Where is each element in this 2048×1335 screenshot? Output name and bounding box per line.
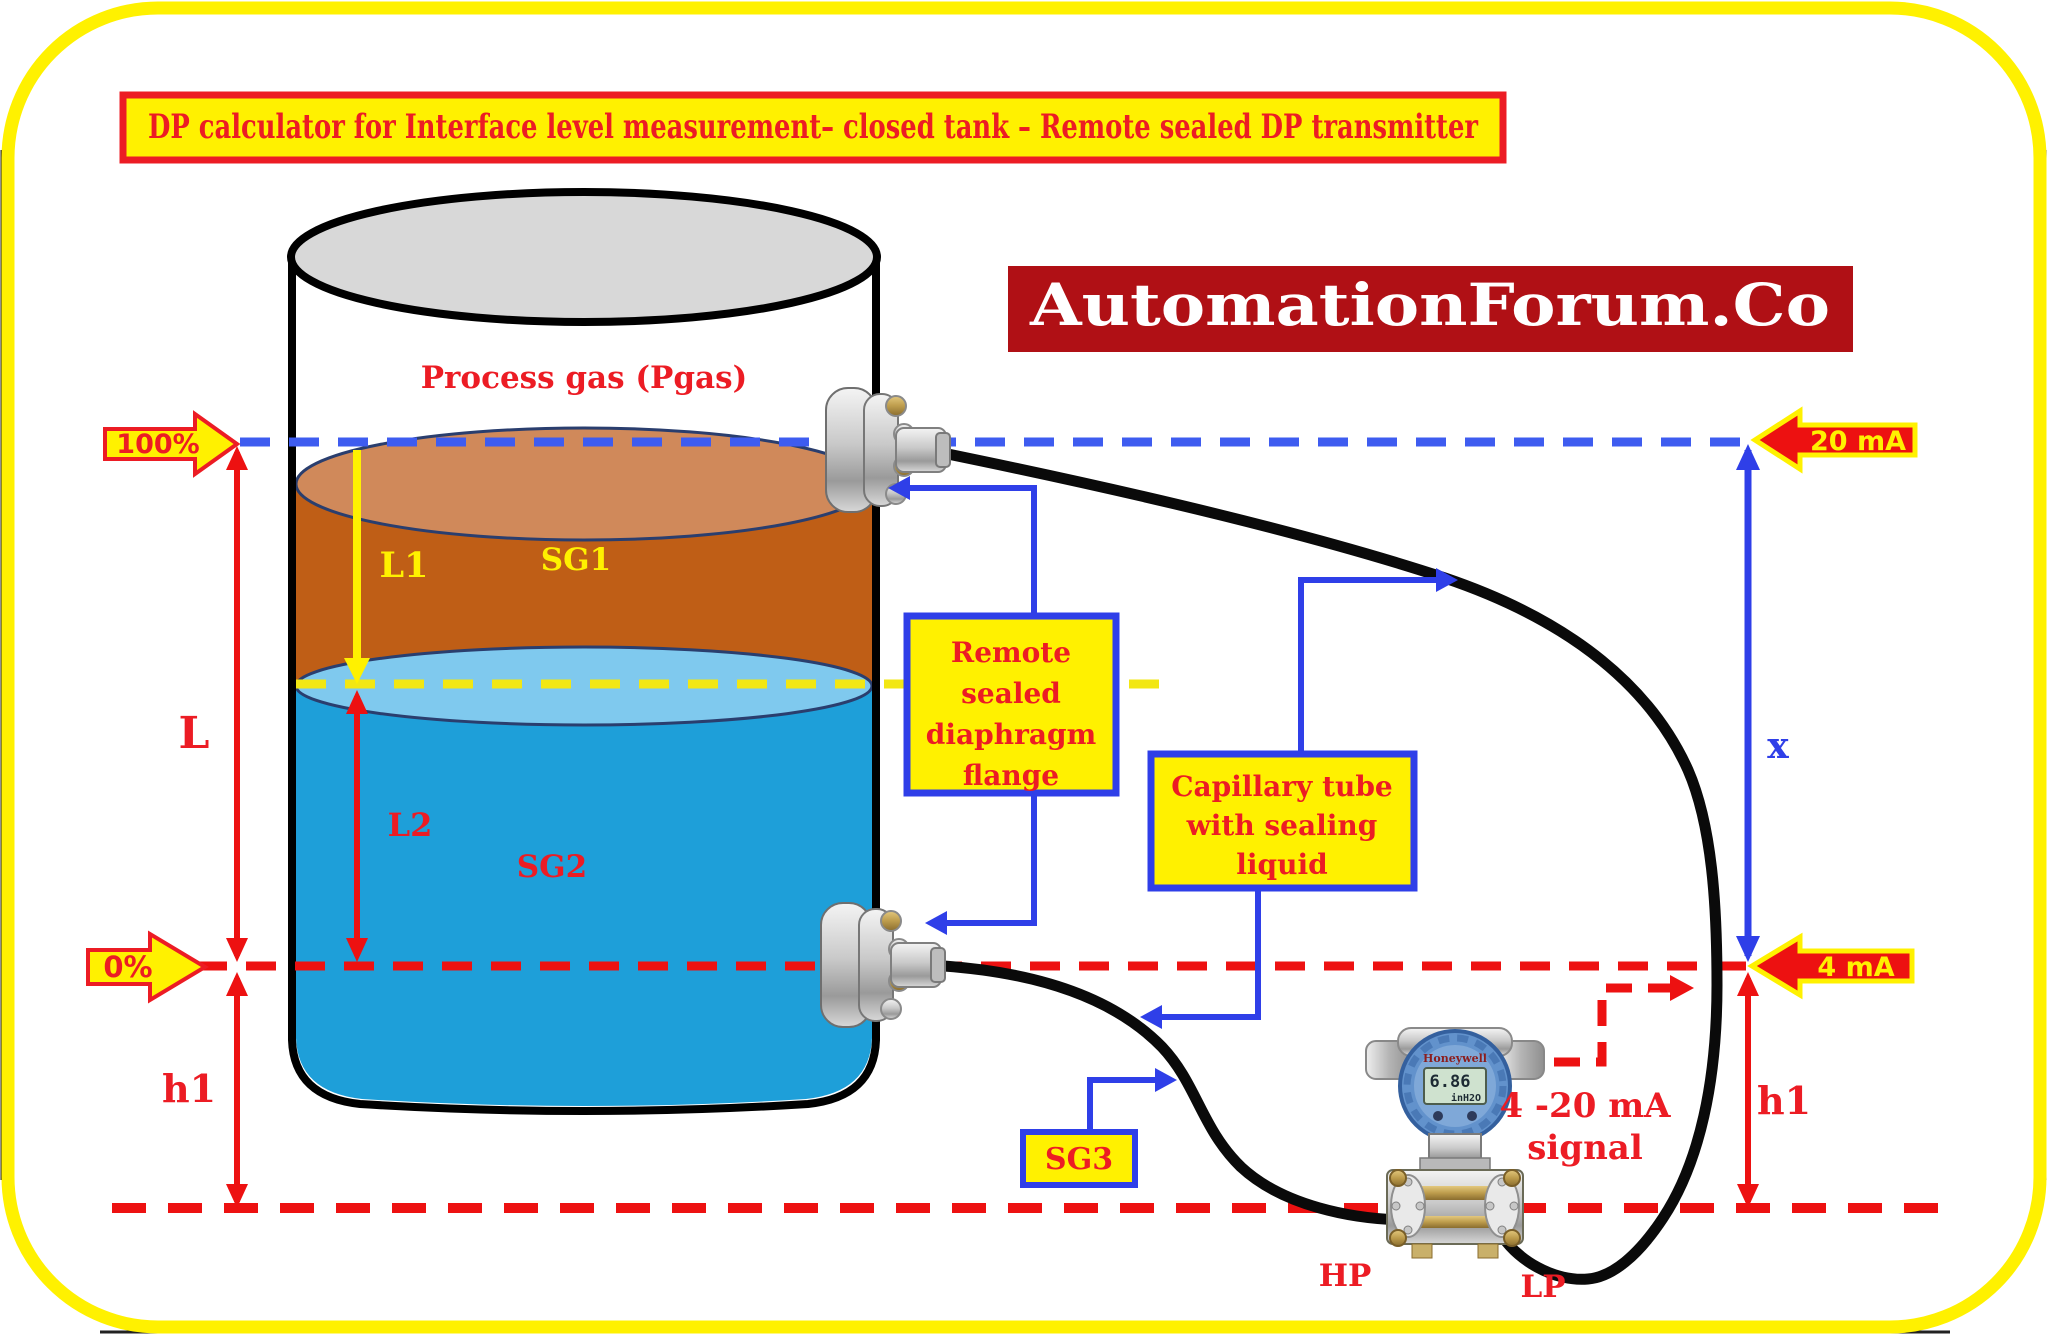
liquid-sg2-body [296, 686, 872, 1106]
page-title: DP calculator for Interface level measur… [148, 107, 1479, 147]
callout-connectors [902, 485, 1444, 1134]
tank: Process gas (Pgas) SG1 SG2 [287, 188, 881, 1115]
tank-wall-outline [288, 257, 880, 1115]
remote-seal-line1: Remote [951, 636, 1071, 669]
sg3-label: SG3 [1045, 1142, 1113, 1177]
manifold-gold-bar-bottom [1401, 1216, 1509, 1228]
connector-capillary-bottom [1154, 886, 1261, 1020]
manifold-bolt [1389, 1229, 1407, 1247]
callout-boxes: Remote sealed diaphragm flange Capillary… [903, 612, 1418, 1188]
connector-remote-top [902, 485, 1037, 618]
dim-arrow-L2 [346, 690, 368, 962]
label-signal-line2: signal [1527, 1128, 1643, 1168]
dimension-arrows [226, 444, 1760, 1208]
manifold-bolt [1389, 1169, 1407, 1187]
label-L1: L1 [380, 545, 429, 586]
process-gas-label: Process gas (Pgas) [421, 360, 747, 396]
connector-capillary-top [1298, 577, 1444, 756]
capillary-box [1147, 750, 1418, 892]
lcd-value: 6.86 [1430, 1072, 1471, 1092]
callout-arrowheads [888, 476, 1458, 1092]
capillary-tube-upper [932, 446, 1723, 1285]
arrowhead-to-capillary-up [1436, 568, 1458, 592]
remote-seal-line4: flange [963, 759, 1059, 792]
label-hp: HP [1319, 1258, 1372, 1294]
manifold-bolt [1503, 1169, 1521, 1187]
labels: L1 L2 L h1 x h1 HP LP 4 -20 mA signal [162, 545, 1811, 1305]
remote-seal-line2: sealed [961, 677, 1061, 710]
signal-dashed-line [1512, 983, 1676, 1067]
upper-flange [825, 387, 951, 513]
arrowhead-to-upper-flange [888, 476, 910, 500]
tag-100pct-label: 100% [116, 429, 199, 460]
menu-button [1433, 1111, 1443, 1121]
label-x: x [1767, 725, 1789, 767]
label-h1-left: h1 [162, 1066, 216, 1111]
lower-flange [820, 902, 946, 1028]
dim-arrow-L1 [344, 450, 370, 684]
logo-banner: AutomationForum.Co [1008, 266, 1853, 352]
capillary-line2: with sealing [1186, 809, 1378, 842]
lcd-unit: inH2O [1451, 1092, 1481, 1104]
manifold-bolt [1503, 1229, 1521, 1247]
logo-text: AutomationForum.Co [1029, 271, 1830, 339]
interface-surface-ellipse [294, 645, 874, 727]
level-lines [112, 437, 1944, 1213]
range-tags: 100% 0% 20 mA 4 mA [86, 406, 1918, 1004]
neck-collar [1419, 1157, 1491, 1171]
signal-path [1512, 975, 1694, 1067]
sg3-box [1020, 1129, 1138, 1188]
title-banner: DP calculator for Interface level measur… [119, 91, 1507, 164]
capillary-line1: Capillary tube [1171, 770, 1393, 803]
arrowhead-to-sg3-tube [1155, 1068, 1177, 1092]
lcd-display [1423, 1067, 1487, 1105]
tag-100pct-arrow [103, 410, 241, 478]
dp-transmitter: Honeywell 6.86 inH2O [1365, 1027, 1545, 1259]
label-signal-line1: 4 -20 mA [1499, 1086, 1671, 1126]
capillary-tubes [932, 446, 1723, 1285]
tag-0pct-arrow [86, 930, 209, 1004]
arrowhead-to-capillary-down [1140, 1005, 1162, 1029]
tag-4ma-arrow [1747, 932, 1915, 1000]
signal-arrowhead [1670, 975, 1694, 1001]
tag-4ma-label: 4 mA [1817, 952, 1894, 983]
dim-arrow-h1-right [1737, 972, 1759, 1208]
enter-button [1467, 1111, 1477, 1121]
hp-flange-face [1390, 1174, 1426, 1238]
arrowhead-to-lower-flange [925, 911, 947, 935]
capillary-tube-lower [938, 960, 1410, 1226]
label-lp: LP [1520, 1269, 1565, 1305]
bezel-scallops [1403, 1034, 1507, 1138]
dim-arrow-x [1736, 444, 1760, 962]
transmitter-brand: Honeywell [1423, 1052, 1487, 1065]
dim-arrow-h1-left [226, 972, 248, 1208]
tag-20ma-arrow [1750, 406, 1918, 474]
dim-arrow-L [226, 446, 248, 962]
tank-lid-ellipse [287, 188, 881, 326]
remote-seal-line3: diaphragm [926, 718, 1096, 751]
tag-20ma-label: 20 mA [1810, 426, 1906, 457]
manifold-tab [1477, 1243, 1499, 1259]
label-L2: L2 [388, 806, 433, 844]
connector-remote-bottom [939, 791, 1037, 926]
remote-seal-box [903, 612, 1120, 797]
manifold-tab [1411, 1243, 1433, 1259]
manifold-gold-bar-top [1401, 1186, 1509, 1200]
tag-0pct-label: 0% [103, 950, 152, 984]
lp-flange-face [1484, 1174, 1520, 1238]
connector-sg3 [1087, 1077, 1163, 1134]
sg1-label: SG1 [541, 542, 611, 578]
label-L: L [179, 708, 210, 759]
capillary-line3: liquid [1236, 848, 1327, 881]
label-h1-right: h1 [1757, 1078, 1811, 1123]
sg2-label: SG2 [517, 849, 587, 885]
